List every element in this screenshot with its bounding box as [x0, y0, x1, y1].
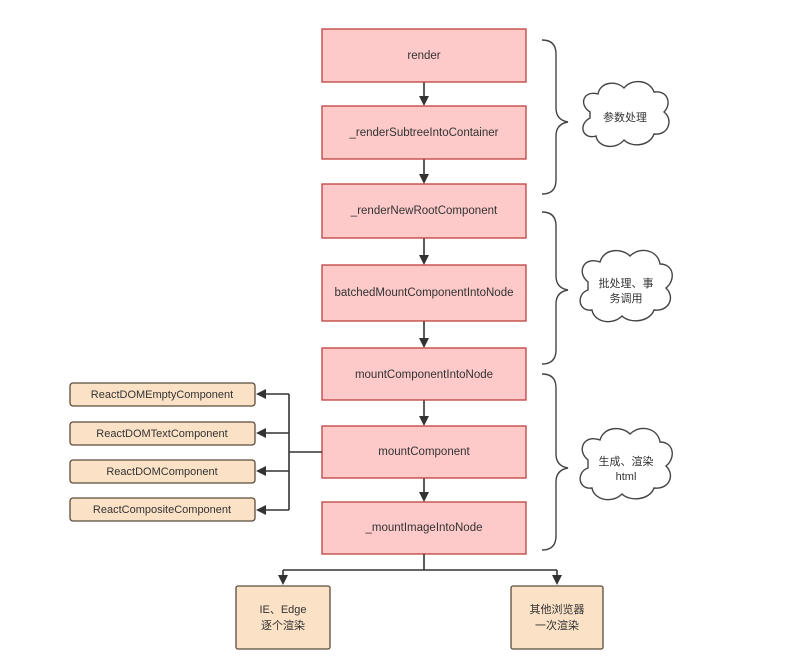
flow-step-label: batchedMountComponentIntoNode	[334, 287, 513, 299]
brace-phase-1	[541, 39, 569, 195]
flow-step: _renderSubtreeIntoContainer	[321, 105, 527, 160]
phase-cloud: 生成、渲染 html	[579, 427, 673, 501]
output-line-1: 其他浏览器	[530, 602, 585, 616]
phase-label-line-1: 生成、渲染	[599, 454, 654, 468]
brace-phase-3	[541, 373, 569, 551]
phase-label-line-2: 务调用	[610, 292, 643, 305]
flow-step: render	[321, 28, 527, 83]
output-line-1: IE、Edge	[259, 604, 306, 616]
flow-steps: render _renderSubtreeIntoContainer _rend…	[321, 28, 527, 555]
component-type-label: ReactDOMEmptyComponent	[91, 389, 233, 401]
phase-label-line-1: 批处理、事	[599, 276, 654, 290]
phase-label-line-1: 参数处理	[603, 110, 647, 124]
component-type: ReactCompositeComponent	[69, 497, 256, 522]
flow-step-label: mountComponentIntoNode	[355, 369, 493, 381]
component-type: ReactDOMEmptyComponent	[69, 382, 256, 407]
component-type-label: ReactCompositeComponent	[93, 504, 231, 516]
phase-cloud: 批处理、事 务调用	[579, 249, 673, 323]
output-box: IE、Edge 逐个渲染	[235, 585, 331, 650]
flow-step-label: _mountImageIntoNode	[365, 522, 483, 534]
brace-phase-2	[541, 211, 569, 365]
cloud-shape	[582, 81, 670, 147]
output-boxes: IE、Edge 逐个渲染 其他浏览器 一次渲染	[235, 585, 604, 650]
flow-step-label: _renderSubtreeIntoContainer	[349, 127, 499, 139]
component-type-label: ReactDOMComponent	[106, 466, 217, 478]
flow-step-label: _renderNewRootComponent	[350, 205, 498, 217]
output-connectors	[278, 554, 562, 585]
output-line-2: 一次渲染	[535, 618, 579, 632]
component-type-label: ReactDOMTextComponent	[96, 428, 227, 440]
component-connectors	[256, 389, 322, 515]
output-line-2: 逐个渲染	[261, 618, 305, 632]
flow-step-label: render	[407, 50, 440, 62]
component-types: ReactDOMEmptyComponent ReactDOMTextCompo…	[69, 382, 256, 522]
output-box: 其他浏览器 一次渲染	[510, 585, 604, 650]
flow-step: mountComponent	[321, 425, 527, 479]
flow-step: _renderNewRootComponent	[321, 183, 527, 239]
phase-clouds: 参数处理 批处理、事 务调用 生成、渲染 html	[579, 81, 673, 501]
phase-label-line-2: html	[616, 471, 637, 483]
phase-braces	[541, 39, 569, 551]
flow-step: batchedMountComponentIntoNode	[321, 264, 527, 322]
cloud-shape	[579, 249, 673, 323]
phase-cloud: 参数处理	[582, 81, 670, 147]
flow-step: mountComponentIntoNode	[321, 347, 527, 401]
component-type: ReactDOMComponent	[69, 459, 256, 484]
flow-step: _mountImageIntoNode	[321, 501, 527, 555]
cloud-shape	[579, 427, 673, 501]
flow-step-label: mountComponent	[378, 446, 470, 458]
component-type: ReactDOMTextComponent	[69, 421, 256, 446]
